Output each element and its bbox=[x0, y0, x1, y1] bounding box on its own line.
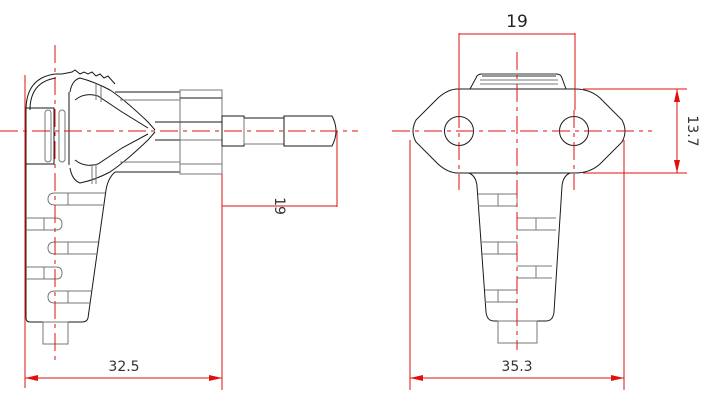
cap-curve-top bbox=[25, 73, 62, 111]
side-width-dimension: 32.5 bbox=[108, 359, 139, 375]
back-cap bbox=[25, 107, 55, 165]
flange-outline bbox=[412, 88, 626, 174]
side-view: 19 32.5 bbox=[0, 45, 358, 390]
pin-length-dimension: 19 bbox=[271, 197, 287, 215]
front-width-dimension: 35.3 bbox=[501, 359, 532, 375]
pin-spacing-dimension: 19 bbox=[506, 12, 528, 32]
front-view: 19 13.7 35.3 bbox=[392, 12, 700, 390]
front-fins bbox=[478, 193, 556, 303]
strain-relief-fins bbox=[26, 192, 105, 304]
flange-height-dimension: 13.7 bbox=[684, 115, 700, 146]
